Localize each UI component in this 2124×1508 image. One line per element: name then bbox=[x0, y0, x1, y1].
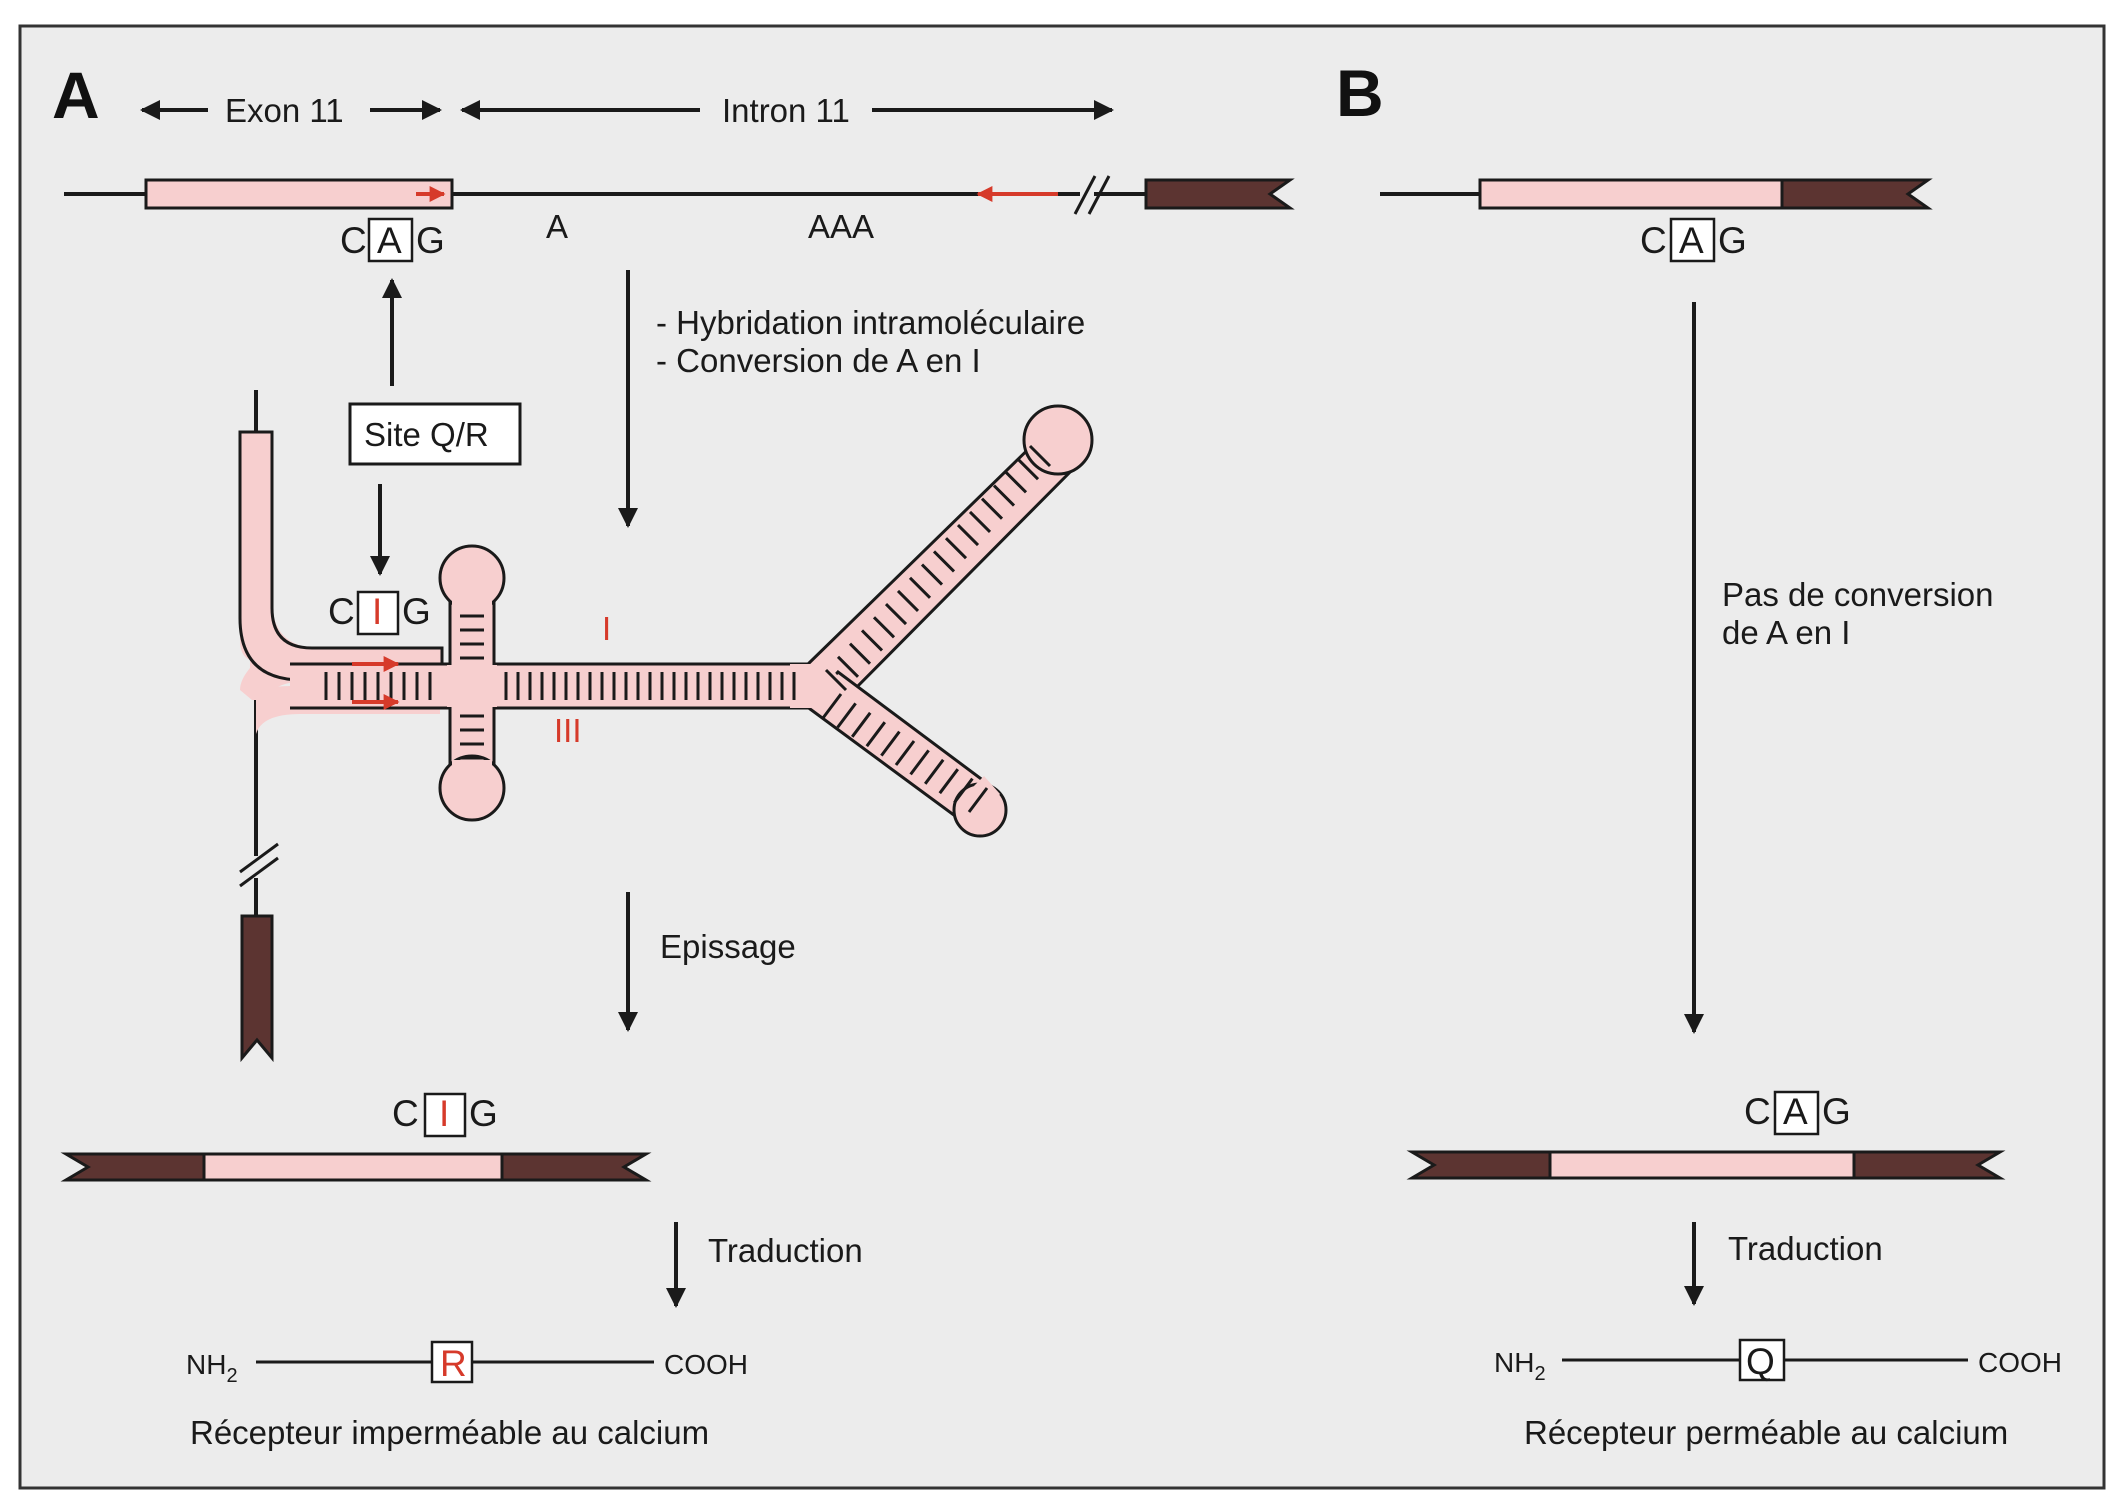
mature-mrna-a bbox=[60, 1152, 652, 1182]
svg-text:NH2: NH2 bbox=[186, 1349, 238, 1387]
base-pair-rung bbox=[967, 787, 989, 813]
svg-text:C: C bbox=[328, 591, 355, 632]
exon-11-box bbox=[144, 178, 454, 210]
base-pair-rung bbox=[880, 730, 901, 757]
svg-text:A: A bbox=[1783, 1091, 1808, 1132]
base-pair-rung bbox=[944, 537, 968, 560]
base-pair-rung bbox=[860, 629, 884, 652]
base-pair-rung bbox=[865, 721, 886, 748]
base-pair-rung bbox=[932, 550, 956, 573]
site-qr-box: Site Q/R bbox=[348, 402, 522, 466]
step-conversion: - Conversion de A en I bbox=[656, 342, 981, 379]
intron-a-base: A bbox=[546, 208, 568, 245]
protein-a: NH2 R COOH bbox=[186, 1340, 748, 1387]
base-pair-rung bbox=[821, 693, 843, 719]
base-pair-rung bbox=[848, 642, 872, 665]
svg-text:Q: Q bbox=[1746, 1341, 1775, 1382]
panel-a-letter: A bbox=[52, 58, 100, 132]
base-pair-rung bbox=[836, 655, 860, 678]
translation-label-a: Traduction bbox=[708, 1232, 863, 1269]
base-pair-rung bbox=[872, 616, 896, 639]
intron-aaa-bases: AAA bbox=[808, 208, 874, 245]
base-pair-rung bbox=[938, 768, 959, 795]
hairpin-rungs bbox=[324, 444, 1052, 813]
base-pair-rung bbox=[980, 497, 1004, 520]
base-pair-rung bbox=[884, 603, 908, 626]
svg-text:A: A bbox=[1679, 220, 1704, 261]
pre-mrna-b bbox=[1380, 178, 1933, 210]
svg-text:A: A bbox=[377, 220, 402, 261]
base-pair-rung bbox=[992, 484, 1016, 507]
splicing-label: Epissage bbox=[660, 928, 796, 965]
svg-text:NH2: NH2 bbox=[1494, 1347, 1546, 1385]
svg-text:C: C bbox=[392, 1093, 419, 1134]
base-pair-rung bbox=[894, 740, 916, 766]
hairpin-structure bbox=[238, 390, 1094, 916]
base-pair-rung bbox=[824, 668, 848, 692]
figure-frame bbox=[18, 24, 2106, 1490]
break-mark bbox=[1073, 175, 1111, 215]
codon-cig-spliced: C I G bbox=[392, 1092, 498, 1138]
base-pair-rung bbox=[953, 777, 974, 804]
hairpin-label-i: I bbox=[602, 610, 611, 647]
svg-text:COOH: COOH bbox=[664, 1349, 748, 1380]
svg-text:G: G bbox=[416, 220, 445, 261]
svg-text:COOH: COOH bbox=[1978, 1347, 2062, 1378]
base-pair-rung bbox=[920, 563, 944, 586]
dark-exon-vertical bbox=[240, 914, 274, 1063]
hairpin-label-iii: III bbox=[554, 712, 582, 749]
codon-cag-top-a: C A G bbox=[340, 217, 445, 263]
no-conversion-line1: Pas de conversion bbox=[1722, 576, 1994, 613]
svg-text:C: C bbox=[1640, 220, 1667, 261]
mature-mrna-b bbox=[1406, 1150, 2006, 1180]
svg-text:Site Q/R: Site Q/R bbox=[364, 416, 489, 453]
no-conversion-line2: de A en I bbox=[1722, 614, 1850, 651]
svg-text:C: C bbox=[340, 220, 367, 261]
svg-text:I: I bbox=[372, 591, 382, 632]
base-pair-rung bbox=[1004, 471, 1028, 494]
intron-label: Intron 11 bbox=[722, 92, 850, 129]
base-pair-rung bbox=[909, 749, 930, 776]
base-pair-rung bbox=[1016, 458, 1040, 481]
base-pair-rung bbox=[896, 589, 920, 613]
svg-text:G: G bbox=[1822, 1091, 1851, 1132]
result-b: Récepteur perméable au calcium bbox=[1524, 1414, 2008, 1451]
step-hybridation: - Hybridation intramoléculaire bbox=[656, 304, 1085, 341]
base-pair-rung bbox=[968, 510, 992, 533]
protein-b: NH2 Q COOH bbox=[1494, 1338, 2062, 1385]
svg-text:G: G bbox=[1718, 220, 1747, 261]
svg-text:I: I bbox=[439, 1093, 449, 1134]
exon-label: Exon 11 bbox=[225, 92, 344, 129]
base-pair-rung bbox=[851, 711, 872, 738]
codon-cig-hairpin: C I G bbox=[328, 590, 431, 636]
svg-text:R: R bbox=[440, 1343, 467, 1384]
result-a: Récepteur imperméable au calcium bbox=[190, 1414, 709, 1451]
codon-cag-top-b: C A G bbox=[1640, 217, 1747, 263]
panel-b-letter: B bbox=[1336, 56, 1384, 130]
exon-12-box bbox=[1144, 178, 1295, 210]
svg-text:G: G bbox=[469, 1093, 498, 1134]
svg-text:C: C bbox=[1744, 1091, 1771, 1132]
base-pair-rung bbox=[908, 576, 932, 599]
base-pair-rung bbox=[836, 702, 857, 729]
translation-label-b: Traduction bbox=[1728, 1230, 1883, 1267]
svg-text:G: G bbox=[402, 591, 431, 632]
base-pair-rung bbox=[956, 523, 980, 547]
pre-mrna bbox=[64, 175, 1295, 215]
base-pair-rung bbox=[924, 758, 945, 785]
codon-cag-bottom-b: C A G bbox=[1744, 1090, 1851, 1136]
base-pair-rung bbox=[1028, 444, 1052, 468]
